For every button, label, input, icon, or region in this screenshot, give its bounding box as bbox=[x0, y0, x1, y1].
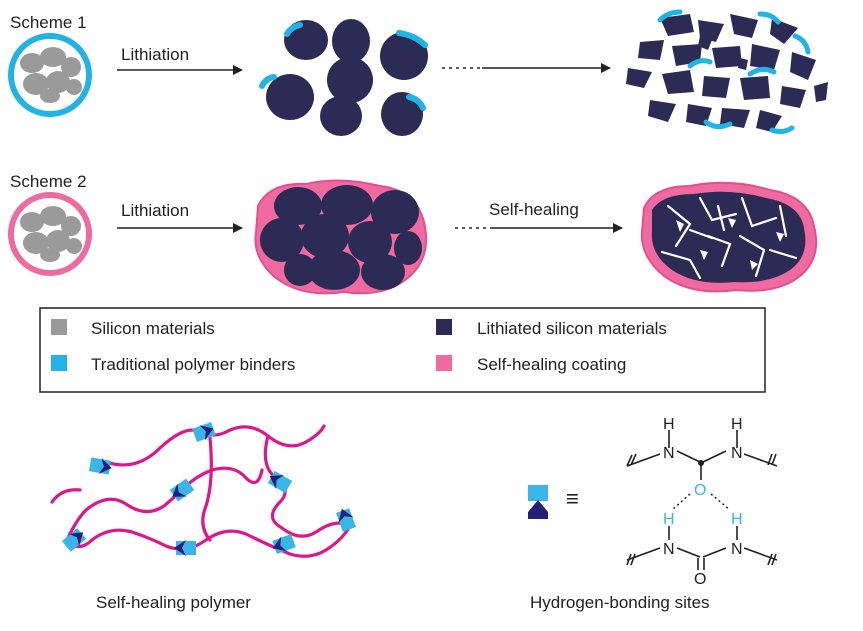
silicon-particles bbox=[20, 206, 82, 262]
legend-label: Silicon materials bbox=[91, 319, 215, 338]
n-atom: N bbox=[663, 541, 675, 558]
o-atom: O bbox=[694, 482, 706, 499]
polymer-chains bbox=[50, 424, 352, 558]
legend-item-lithiated: Lithiated silicon materials bbox=[436, 319, 667, 338]
scheme-2-lithiated-cluster bbox=[254, 179, 428, 295]
scheme-1-title: Scheme 1 bbox=[10, 13, 87, 32]
hbond-site-pair bbox=[336, 508, 356, 532]
scheme-1-lithiated-particles bbox=[259, 19, 428, 136]
scheme-1-pristine-particle bbox=[8, 33, 92, 117]
self-healing-polymer-network: Self-healing polymer bbox=[50, 422, 356, 612]
hbond-site-light bbox=[528, 485, 548, 501]
hbond-site-pair bbox=[192, 422, 216, 442]
n-atom: N bbox=[731, 541, 743, 558]
hbond-site-pair bbox=[88, 457, 112, 475]
crack-lines bbox=[660, 196, 798, 280]
bond bbox=[626, 453, 661, 467]
n-atom: N bbox=[731, 445, 743, 462]
legend: Silicon materials Lithiated silicon mate… bbox=[39, 307, 766, 393]
hbond-site-pair bbox=[174, 540, 196, 556]
hbond-site-dark bbox=[528, 500, 548, 519]
legend-swatch bbox=[51, 319, 67, 335]
upper-urea bbox=[626, 430, 778, 480]
hbond-site-pair bbox=[267, 470, 293, 494]
h-atom: H bbox=[731, 416, 743, 433]
silicon-particles bbox=[20, 47, 82, 103]
self-healing-label: Self-healing bbox=[489, 200, 579, 219]
legend-label: Self-healing coating bbox=[477, 355, 626, 374]
polymer-caption: Self-healing polymer bbox=[96, 593, 251, 612]
hbond-site-pair bbox=[61, 528, 87, 552]
lithiation-label-2: Lithiation bbox=[121, 201, 189, 220]
legend-box bbox=[39, 307, 766, 393]
hydrogen-bond-lines bbox=[671, 493, 731, 511]
legend-swatch bbox=[51, 355, 67, 371]
hbond-site-pair bbox=[272, 534, 296, 554]
hbond-site-pair bbox=[169, 478, 195, 502]
legend-swatch bbox=[436, 355, 452, 371]
legend-item-coating: Self-healing coating bbox=[436, 355, 626, 374]
hbond-symbol bbox=[528, 485, 548, 519]
h-atom: H bbox=[663, 511, 675, 528]
legend-label: Traditional polymer binders bbox=[91, 355, 295, 374]
legend-item-silicon: Silicon materials bbox=[51, 319, 215, 338]
equivalence-symbol: ≡ bbox=[566, 486, 579, 511]
o-atom: O bbox=[694, 571, 706, 588]
binder-fragments bbox=[259, 22, 428, 111]
lower-urea bbox=[626, 526, 778, 570]
n-atom: N bbox=[663, 445, 675, 462]
h-atom: H bbox=[731, 511, 743, 528]
hbond-caption: Hydrogen-bonding sites bbox=[530, 593, 710, 612]
scheme-1: Scheme 1 Lithiation bbox=[8, 9, 828, 136]
binder-fragments bbox=[657, 9, 811, 135]
scheme-2: Scheme 2 Lithiation bbox=[8, 172, 818, 295]
h-atom: H bbox=[663, 416, 675, 433]
carbonyl-carbon bbox=[698, 460, 704, 466]
hbond-site-light bbox=[192, 422, 216, 442]
legend-label: Lithiated silicon materials bbox=[477, 319, 667, 338]
fracture-gaps bbox=[676, 218, 784, 270]
hydrogen-bonding-sites: ≡ H H N N O bbox=[528, 416, 778, 612]
lithiation-label-1: Lithiation bbox=[121, 45, 189, 64]
scheme-2-healed-cluster bbox=[640, 181, 818, 293]
scheme-2-title: Scheme 2 bbox=[10, 172, 87, 191]
legend-swatch bbox=[436, 319, 452, 335]
scheme-2-pristine-particle bbox=[8, 192, 92, 276]
legend-item-binder: Traditional polymer binders bbox=[51, 355, 295, 374]
scheme-1-pulverized-fragments bbox=[626, 9, 828, 135]
hbond-site-dark bbox=[199, 425, 214, 441]
